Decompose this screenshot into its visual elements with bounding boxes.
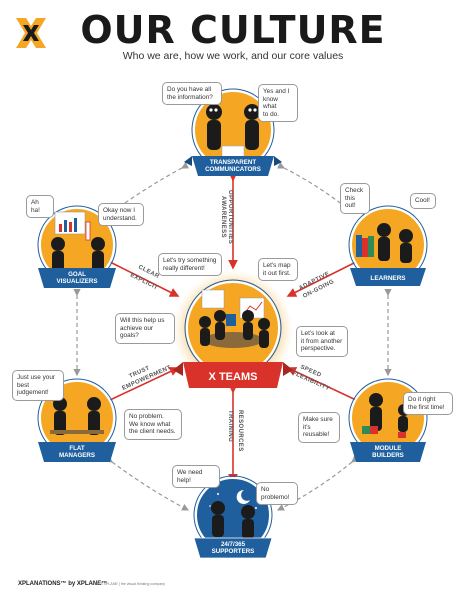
learners-figures-icon [377, 223, 413, 263]
bubble-center-map: Let's map it out first. [258, 258, 298, 282]
node-ll-line2: MANAGERS [59, 452, 95, 459]
bubble-ll-top: Just use your best judgement! [12, 370, 64, 401]
bubble-ur-left: Check this out! [340, 183, 370, 214]
node-ul-line1: GOAL [68, 271, 86, 278]
label-training: TRAINING [227, 410, 233, 442]
xplane-logo-icon [14, 16, 48, 50]
bubble-lr-top: Do it right the first time! [403, 392, 453, 416]
bubble-ul-left: Ah ha! [26, 195, 54, 219]
star-icon [209, 493, 257, 509]
node-transparent-communicators: TRANSPARENT COMMUNICATORS [184, 88, 282, 176]
bubble-center-top: Let's try something really different! [158, 253, 222, 277]
footer-brand: XPLANATIONS™ by XPLANE™ [18, 581, 108, 587]
center-red-arrows [100, 172, 366, 484]
node-learners: LEARNERS [348, 205, 428, 286]
supporters-figures-icon [211, 501, 255, 539]
node-top-line1: TRANSPARENT [210, 159, 257, 166]
bubble-center-right: Let's look at it from another perspectiv… [296, 326, 348, 357]
visualizers-figures-icon [51, 237, 105, 273]
bubble-ll-right: No problem. We know what the client need… [124, 409, 182, 440]
node-supporters: 24/7/365 SUPPORTERS [193, 475, 273, 559]
bubble-bottom-left: We need help! [172, 465, 220, 489]
node-center-label: X TEAMS [209, 371, 258, 383]
bubble-ur-right: Cool! [410, 193, 436, 209]
books-icon [356, 235, 374, 257]
label-opportunities: OPPORTUNITIES [227, 190, 233, 244]
blocks-icon [362, 426, 406, 438]
node-x-teams: X TEAMS [173, 270, 293, 390]
label-awareness: AWARENESS [220, 196, 226, 238]
node-goal-visualizers: GOAL VISUALIZERS [37, 205, 117, 288]
bubble-ul-right: Okay now I understand. [98, 203, 144, 227]
node-bottom-line1: 24/7/365 [221, 541, 246, 548]
page-title: OUR CULTURE [80, 8, 386, 52]
node-flat-managers: FLAT MANAGERS [37, 378, 117, 462]
moon-icon [236, 489, 250, 504]
bubble-top-left: Do you have all the information? [162, 82, 222, 106]
node-ll-line1: FLAT [69, 445, 85, 452]
bubble-center-left: Will this help us achieve our goals? [115, 313, 175, 344]
communicators-figures-icon [206, 104, 260, 150]
node-lr-line2: BUILDERS [372, 452, 404, 459]
bubble-lr-left: Make sure it's reusable! [298, 412, 340, 443]
board-icon [201, 289, 265, 319]
node-ur-line1: LEARNERS [370, 275, 406, 282]
managers-figures-icon [53, 397, 101, 435]
node-top-line2: COMMUNICATORS [205, 166, 261, 173]
node-ul-line2: VISUALIZERS [57, 278, 98, 285]
label-resources: RESOURCES [237, 410, 243, 452]
node-bottom-line2: SUPPORTERS [212, 548, 255, 555]
page-subtitle: Who we are, how we work, and our core va… [122, 50, 344, 62]
bubble-top-right: Yes and I know what to do. [258, 84, 298, 123]
node-lr-line1: MODULE [375, 445, 402, 452]
footer-copyright: ©2015 XPLANE | the visual thinking compa… [92, 582, 165, 586]
team-figures-icon [199, 310, 270, 348]
bubble-bottom-right: No problemo! [256, 482, 298, 506]
